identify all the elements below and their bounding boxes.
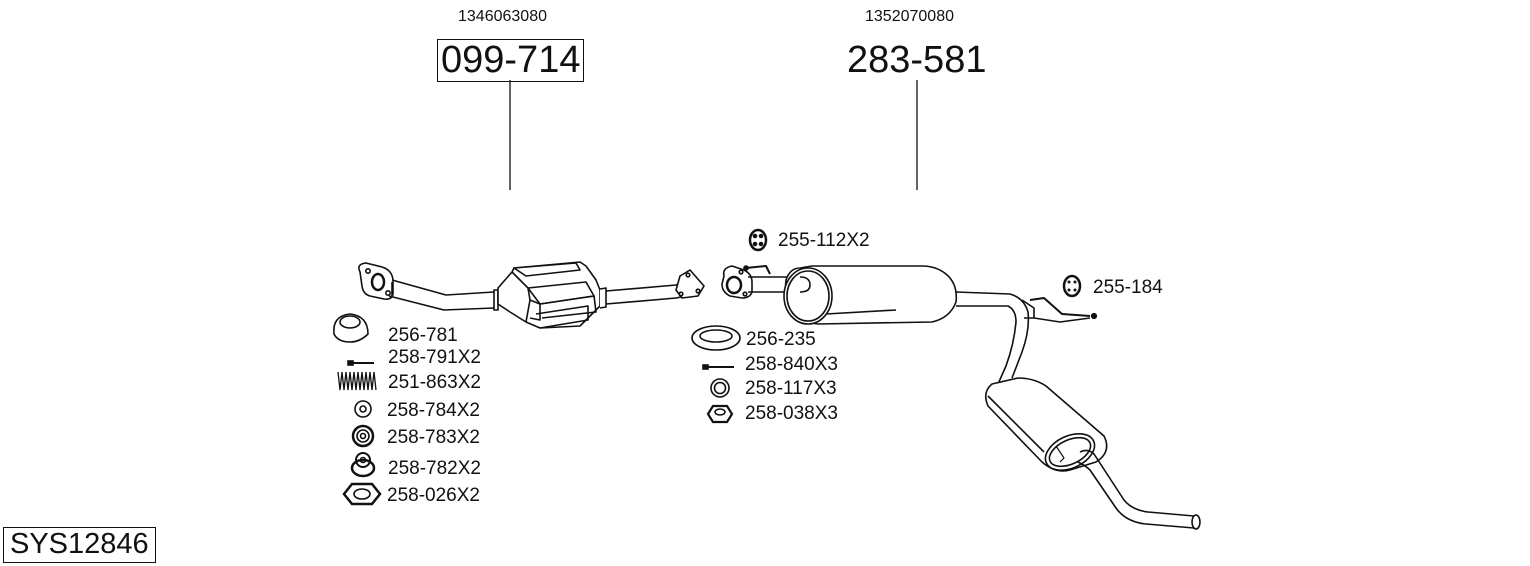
accessory-label[interactable]: 256-781 [388, 325, 458, 346]
washer-icon [710, 378, 730, 398]
spring-icon [337, 371, 377, 391]
rubber-hanger-icon [748, 228, 768, 252]
accessory-label[interactable]: 258-038X3 [745, 403, 838, 424]
system-id-badge: SYS12846 [3, 527, 156, 564]
stacked-washer-icon [350, 452, 376, 478]
silencer-assembly-drawing[interactable] [721, 265, 1201, 530]
oe-number-part-2: 1352070080 [865, 8, 954, 25]
gasket-ring-icon [333, 313, 369, 343]
part-number-099-714[interactable]: 099-714 [437, 39, 585, 82]
accessory-label[interactable]: 255-184 [1093, 277, 1163, 298]
accessory-label[interactable]: 256-235 [746, 329, 816, 350]
washer-icon [354, 400, 372, 418]
accessory-label[interactable]: 258-840X3 [745, 354, 838, 375]
bolt-icon [347, 360, 374, 366]
accessory-label[interactable]: 258-117X3 [745, 378, 837, 399]
accessory-label[interactable]: 258-791X2 [388, 347, 481, 368]
accessory-label[interactable]: 258-026X2 [387, 485, 480, 506]
oe-number-part-1: 1346063080 [458, 8, 547, 25]
rubber-hanger-icon [1062, 274, 1082, 298]
hex-nut-icon [342, 482, 382, 506]
catalytic-converter-pipe-drawing[interactable] [358, 261, 705, 329]
double-washer-icon [351, 424, 375, 448]
accessory-label[interactable]: 258-782X2 [388, 458, 481, 479]
accessory-label[interactable]: 258-783X2 [387, 427, 480, 448]
bolt-icon [702, 364, 734, 370]
gasket-ring-icon [691, 325, 741, 351]
accessory-label[interactable]: 251-863X2 [388, 372, 481, 393]
flange-nut-icon [706, 404, 734, 424]
part-number-283-581[interactable]: 283-581 [847, 39, 987, 81]
accessory-label[interactable]: 255-112X2 [778, 230, 870, 251]
accessory-label[interactable]: 258-784X2 [387, 400, 480, 421]
